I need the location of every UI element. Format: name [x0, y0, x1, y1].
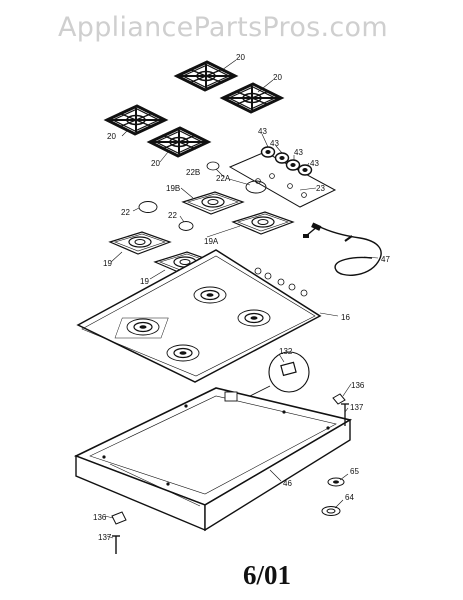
callout-137-right: 137 — [350, 403, 364, 412]
leader-lines — [104, 59, 379, 539]
callout-19b: 19B — [166, 184, 180, 193]
callout-136-right: 136 — [351, 381, 365, 390]
bracket-right — [332, 393, 349, 426]
callout-22-left: 22 — [121, 208, 130, 217]
callout-22b: 22B — [186, 168, 200, 177]
bracket-left — [111, 511, 127, 554]
drip-pan-19b — [182, 191, 244, 215]
grate-front-right — [148, 126, 210, 158]
callout-43-c: 43 — [294, 148, 303, 157]
callout-47: 47 — [381, 255, 390, 264]
part-65 — [327, 477, 345, 487]
callout-labels: 20 20 20 20 43 43 43 43 23 22B 22A 19B 2… — [93, 53, 390, 542]
part-64 — [321, 506, 341, 516]
callout-19-bottom: 19 — [140, 277, 149, 286]
revision-date: 6/01 — [243, 560, 292, 590]
watermark-text: AppliancePartsPros.com — [58, 12, 388, 43]
drip-pan-19-left — [109, 231, 171, 255]
callout-46: 46 — [283, 479, 292, 488]
cooktop-surface — [76, 249, 322, 383]
callout-16: 16 — [341, 313, 350, 322]
callout-22-mid: 22 — [168, 211, 177, 220]
callout-43-b: 43 — [270, 139, 279, 148]
callout-64: 64 — [345, 493, 354, 502]
grate-rear-left — [175, 60, 237, 92]
callout-20-c: 20 — [107, 132, 116, 141]
callout-20-d: 20 — [151, 159, 160, 168]
callout-43-d: 43 — [310, 159, 319, 168]
burner-caps — [138, 161, 267, 231]
callout-22a: 22A — [216, 174, 231, 183]
spark-module-detail — [243, 351, 310, 400]
callout-19-top: 19 — [103, 259, 112, 268]
power-cord — [303, 222, 382, 276]
grate-front-left — [105, 104, 167, 136]
callout-65: 65 — [350, 467, 359, 476]
callout-23: 23 — [316, 184, 325, 193]
callout-43-a: 43 — [258, 127, 267, 136]
drip-pan-19a — [232, 211, 294, 235]
callout-136-left: 136 — [93, 513, 107, 522]
callout-19a: 19A — [204, 237, 219, 246]
callout-20-b: 20 — [273, 73, 282, 82]
callout-20-a: 20 — [236, 53, 245, 62]
grate-rear-right — [221, 82, 283, 114]
burner-box — [73, 387, 353, 532]
callout-137-left: 137 — [98, 533, 112, 542]
callout-132: 132 — [279, 347, 293, 356]
